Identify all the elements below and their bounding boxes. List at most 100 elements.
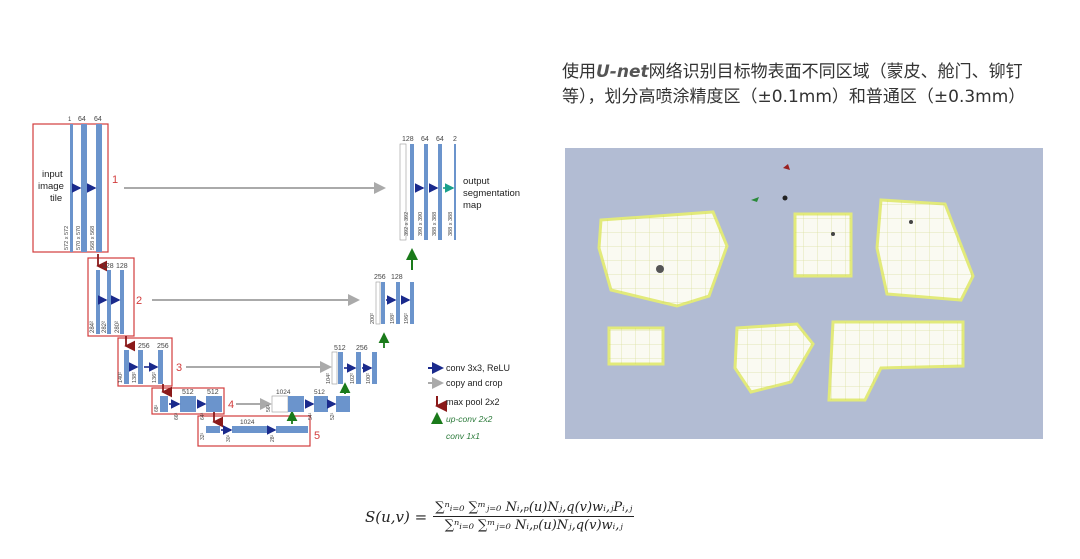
fraction-bar [433,516,635,517]
legend-conv-label: conv 3x3, ReLU [446,363,510,373]
feature-block [396,282,400,324]
feature-block [336,396,350,412]
feature-block [356,352,361,384]
dim-label: 104² [326,373,332,384]
dim-label: 52² [330,412,336,420]
dim-label: 282² [102,321,108,333]
formula-numerator: ∑ⁿᵢ₌₀ ∑ᵐⱼ₌₀ Nᵢ,ₚ(u)Nⱼ,q(v)wᵢ,ⱼPᵢ,ⱼ [435,500,633,515]
feature-block [180,396,196,412]
dim-label: 66² [174,412,180,420]
feature-block [271,395,289,413]
level-box-2 [87,257,135,337]
feature-block [372,352,377,384]
feature-block [96,124,102,252]
channel-label: 1 [68,117,72,123]
feature-block [120,270,124,334]
feature-block [410,282,414,324]
dim-label: 140² [118,372,124,383]
panel-region [733,322,815,394]
description-pre: 使用 [562,62,596,82]
dim-label: 280² [115,321,121,333]
dim-label: 572 x 572 [64,226,70,250]
feature-block [424,144,428,240]
feature-block [381,282,385,324]
dim-label: 388 x 388 [432,212,438,236]
marker-red [783,164,790,170]
level-box-4 [151,387,225,415]
panel-region [793,212,853,278]
channel-label: 64 [78,116,86,123]
channel-label: 256 [374,274,386,281]
channel-label: 128 [391,274,403,281]
feature-block [158,350,163,384]
formula-lhs: S(u,v) = [365,507,428,526]
feature-block [454,144,456,240]
level-number-4: 4 [228,399,234,411]
dim-label: 196² [404,313,410,324]
feature-block [399,143,407,241]
channel-label: 512 [314,389,325,396]
feature-block [124,350,129,384]
feature-block [70,124,73,252]
level-number-3: 3 [176,362,182,374]
channel-label: 2 [453,136,457,143]
dim-label: 56² [266,404,272,412]
dim-label: 54² [308,412,314,420]
channel-label: 256 [157,343,169,350]
dim-label: 198² [390,313,396,324]
panel-region [607,326,665,366]
dim-label: 100² [366,373,372,384]
feature-block [288,396,304,412]
dim-label: 392 x 392 [404,212,410,236]
channel-label: 1024 [240,419,255,426]
feature-block [206,396,222,412]
output-label: output segmentation map [463,176,523,211]
formula-denominator: ∑ⁿᵢ₌₀ ∑ᵐⱼ₌₀ Nᵢ,ₚ(u)Nⱼ,q(v)wᵢ,ⱼ [444,518,623,533]
channel-label: 128 [402,136,414,143]
dim-label: 30² [226,434,232,442]
dim-label: 28² [270,434,276,442]
panel-region [875,198,975,302]
channel-label: 256 [356,345,368,352]
dim-label: 64² [200,412,206,420]
dim-label: 200² [370,313,376,324]
segmentation-drawing [597,164,975,402]
feature-block [206,426,220,433]
dim-label: 68² [154,404,160,412]
feature-block [107,270,111,334]
feature-block [331,351,338,385]
channel-label: 64 [94,116,102,123]
marker-dark [782,195,788,201]
feature-block [410,144,414,240]
legend-up-label: up-conv 2x2 [446,414,493,424]
feature-block [81,124,87,252]
level-box-5 [197,415,311,447]
channel-label: 64 [421,136,429,143]
level-number-1: 1 [112,174,118,186]
panel-region [597,210,729,308]
channel-label: 128 [102,263,114,270]
level-number-2: 2 [136,295,142,307]
channel-label: 128 [116,263,128,270]
unet-term: U-net [596,62,649,82]
feature-block [338,352,343,384]
nurbs-formula: S(u,v) = ∑ⁿᵢ₌₀ ∑ᵐⱼ₌₀ Nᵢ,ₚ(u)Nⱼ,q(v)wᵢ,ⱼP… [365,500,635,533]
channel-label: 512 [334,345,346,352]
feature-block [138,350,143,384]
channel-label: 1024 [276,389,291,396]
feature-block [438,144,442,240]
dim-label: 570 x 570 [76,226,82,250]
channel-label: 512 [182,389,194,396]
channel-label: 512 [207,389,219,396]
dim-label: 32² [200,432,206,440]
feature-block [314,396,328,412]
panel-region [827,320,965,402]
dim-label: 388 x 388 [448,212,454,236]
dim-label: 390 x 390 [418,212,424,236]
feature-block [375,281,381,325]
dim-label: 136² [152,372,158,383]
dim-label: 284² [90,321,96,333]
dim-label: 138² [132,372,138,383]
legend-pool-label: max pool 2x2 [446,397,500,407]
feature-block [232,426,268,433]
